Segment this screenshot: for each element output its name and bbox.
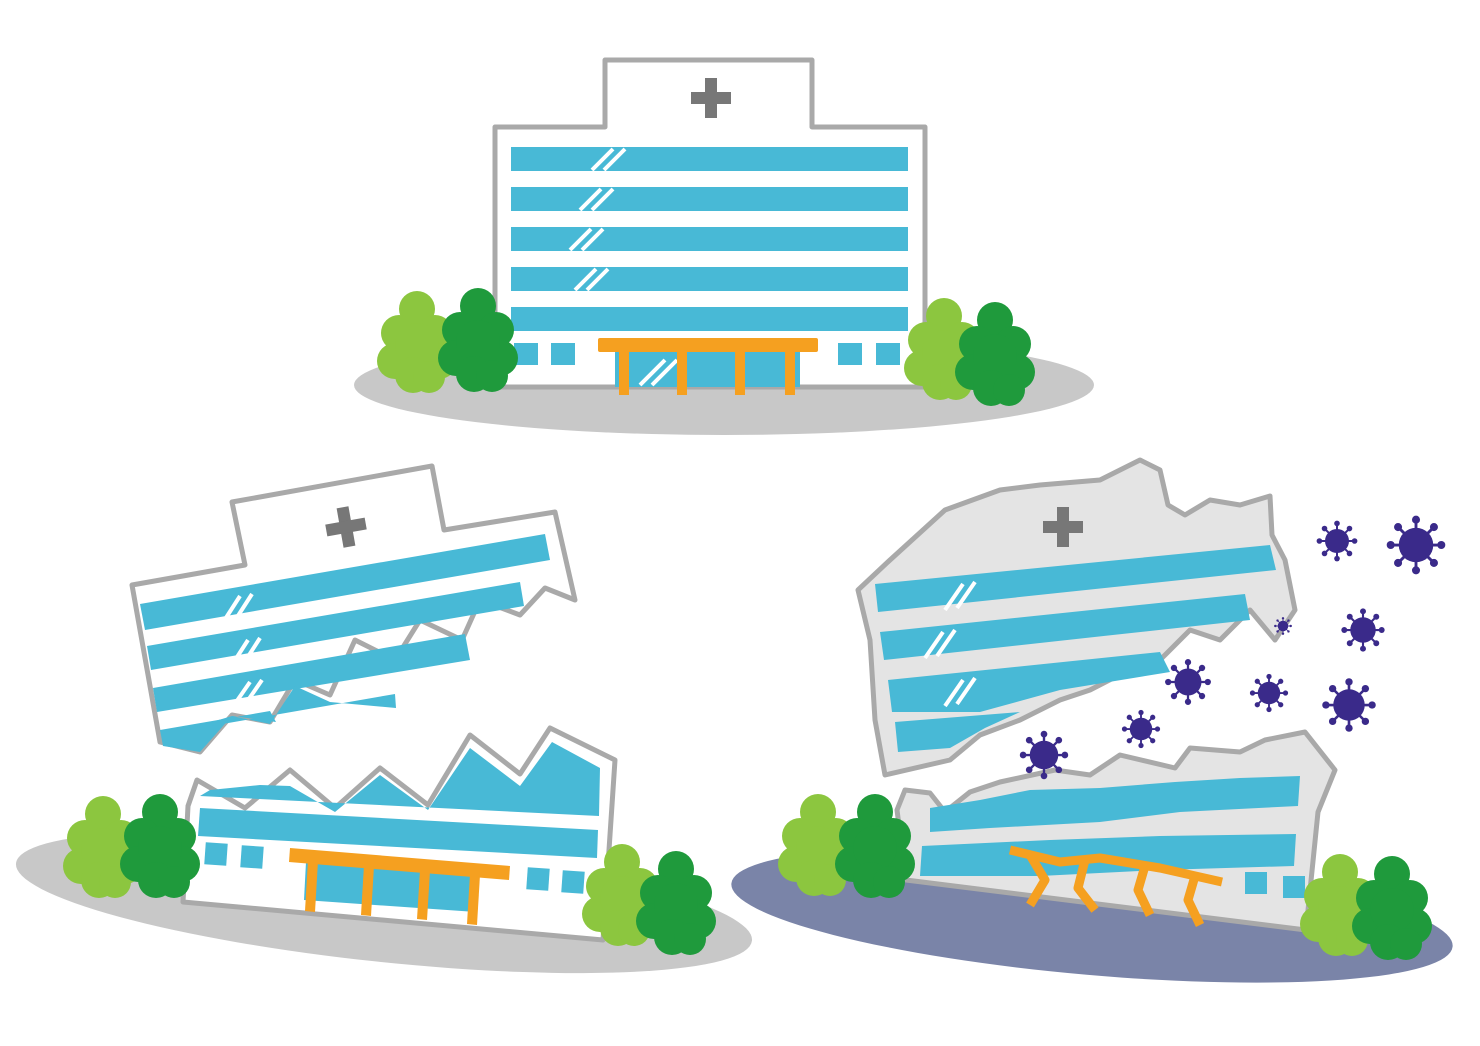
glass-highlights bbox=[568, 147, 627, 292]
crumbling-hospital bbox=[731, 457, 1453, 983]
upper-building-section bbox=[129, 463, 578, 755]
window-bands bbox=[511, 147, 908, 331]
lower-building-section bbox=[180, 725, 618, 943]
entrance bbox=[598, 338, 818, 395]
broken-hospital bbox=[15, 463, 753, 974]
upper-building-section bbox=[855, 457, 1298, 778]
entrance-canopy bbox=[598, 338, 818, 395]
entrance-canopy bbox=[289, 848, 510, 925]
intact-hospital bbox=[354, 57, 1094, 435]
lower-building-section bbox=[894, 729, 1338, 933]
ground-windows bbox=[514, 343, 900, 365]
entrance-canopy bbox=[1008, 845, 1223, 927]
